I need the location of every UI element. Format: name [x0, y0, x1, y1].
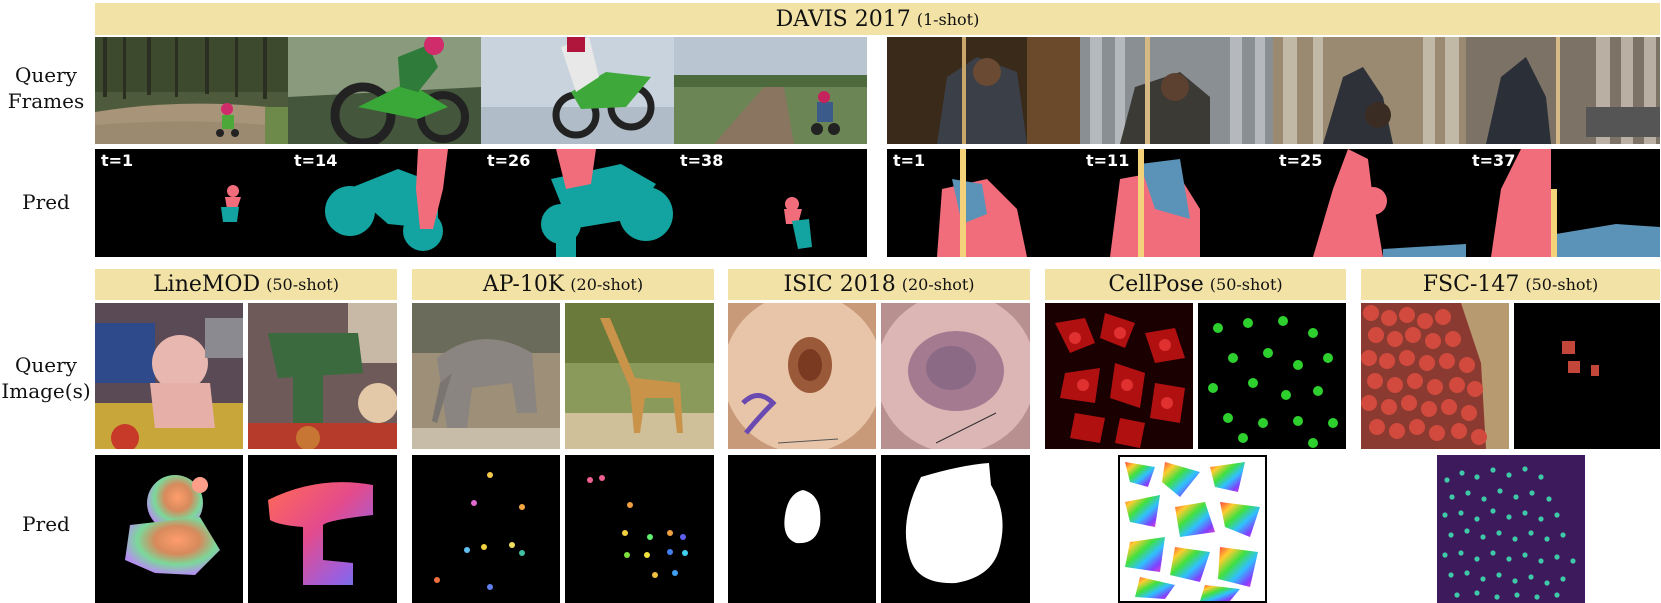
davis-time-label: t=1	[101, 151, 134, 170]
dataset-banner-isic: ISIC 2018 (20-shot)	[728, 269, 1030, 300]
davis-pred-moto-2: t=14	[288, 149, 481, 257]
row-label-line: Query	[15, 63, 77, 87]
isic-pred-2	[881, 455, 1030, 603]
davis-time-label: t=38	[680, 151, 724, 170]
fsc147-exemplars	[1514, 303, 1660, 449]
linemod-query-1	[95, 303, 243, 449]
dataset-banner-ap10k: AP-10K (20-shot)	[412, 269, 714, 300]
davis-time-label: t=11	[1086, 151, 1130, 170]
davis-frame-moto-4	[674, 37, 867, 144]
row-label-line: Image(s)	[1, 379, 91, 403]
davis-time-label: t=14	[294, 151, 338, 170]
davis-time-label: t=26	[487, 151, 531, 170]
davis-pred-rope-4: t=37	[1466, 149, 1660, 257]
davis-shot: (1-shot)	[916, 9, 980, 29]
dataset-banner-linemod: LineMOD (50-shot)	[95, 269, 397, 300]
isic-query-1	[728, 303, 876, 449]
isic-pred-1	[728, 455, 876, 603]
linemod-pred-2	[248, 455, 397, 603]
dataset-shot: (50-shot)	[266, 275, 339, 294]
dataset-shot: (50-shot)	[1209, 275, 1283, 294]
row-label-line: Query	[15, 353, 77, 377]
row-label-line: Pred	[22, 190, 70, 214]
davis-time-label: t=37	[1472, 151, 1516, 170]
ap10k-query-2	[565, 303, 714, 449]
cellpose-query-1	[1045, 303, 1193, 449]
dataset-shot: (20-shot)	[570, 275, 644, 294]
davis-frame-rope-4	[1466, 37, 1660, 144]
cellpose-pred	[1118, 455, 1267, 603]
cellpose-query-2	[1198, 303, 1346, 449]
dataset-name: AP-10K	[482, 272, 565, 297]
davis-pred-moto-1: t=1	[95, 149, 288, 257]
fsc147-query	[1361, 303, 1509, 449]
dataset-name: FSC-147	[1422, 272, 1520, 297]
row-label-query-images: Query Image(s)	[0, 352, 92, 404]
davis-pred-rope-1: t=1	[887, 149, 1080, 257]
ap10k-query-1	[412, 303, 560, 449]
dataset-shot: (50-shot)	[1525, 275, 1599, 294]
dataset-banner-cellpose: CellPose (50-shot)	[1045, 269, 1346, 300]
davis-pred-moto-4: t=38	[674, 149, 867, 257]
row-label-query-frames: Query Frames	[0, 62, 92, 114]
davis-frame-moto-3	[481, 37, 674, 144]
davis-frame-rope-2	[1080, 37, 1273, 144]
dataset-name: ISIC 2018	[783, 272, 896, 297]
ap10k-pred-1	[412, 455, 560, 603]
row-label-line: Frames	[7, 89, 85, 113]
davis-pred-rope-3: t=25	[1273, 149, 1466, 257]
davis-time-label: t=1	[893, 151, 926, 170]
davis-title: DAVIS 2017	[775, 6, 911, 32]
davis-time-label: t=25	[1279, 151, 1323, 170]
dataset-banner-fsc147: FSC-147 (50-shot)	[1361, 269, 1660, 300]
row-label-line: Pred	[22, 512, 70, 536]
dataset-name: LineMOD	[153, 272, 261, 297]
isic-query-2	[881, 303, 1030, 449]
row-label-pred-bottom: Pred	[0, 511, 92, 537]
row-label-pred-top: Pred	[0, 189, 92, 215]
davis-frame-rope-1	[887, 37, 1080, 144]
davis-pred-rope-2: t=11	[1080, 149, 1273, 257]
ap10k-pred-2	[565, 455, 714, 603]
fsc147-pred	[1437, 455, 1585, 603]
davis-frame-rope-3	[1273, 37, 1466, 144]
davis-banner: DAVIS 2017 (1-shot)	[95, 3, 1660, 35]
linemod-query-2	[248, 303, 397, 449]
davis-frame-moto-2	[288, 37, 481, 144]
davis-frame-moto-1	[95, 37, 288, 144]
davis-pred-moto-3: t=26	[481, 149, 674, 257]
dataset-shot: (20-shot)	[901, 275, 975, 294]
dataset-name: CellPose	[1108, 272, 1204, 297]
linemod-pred-1	[95, 455, 243, 603]
